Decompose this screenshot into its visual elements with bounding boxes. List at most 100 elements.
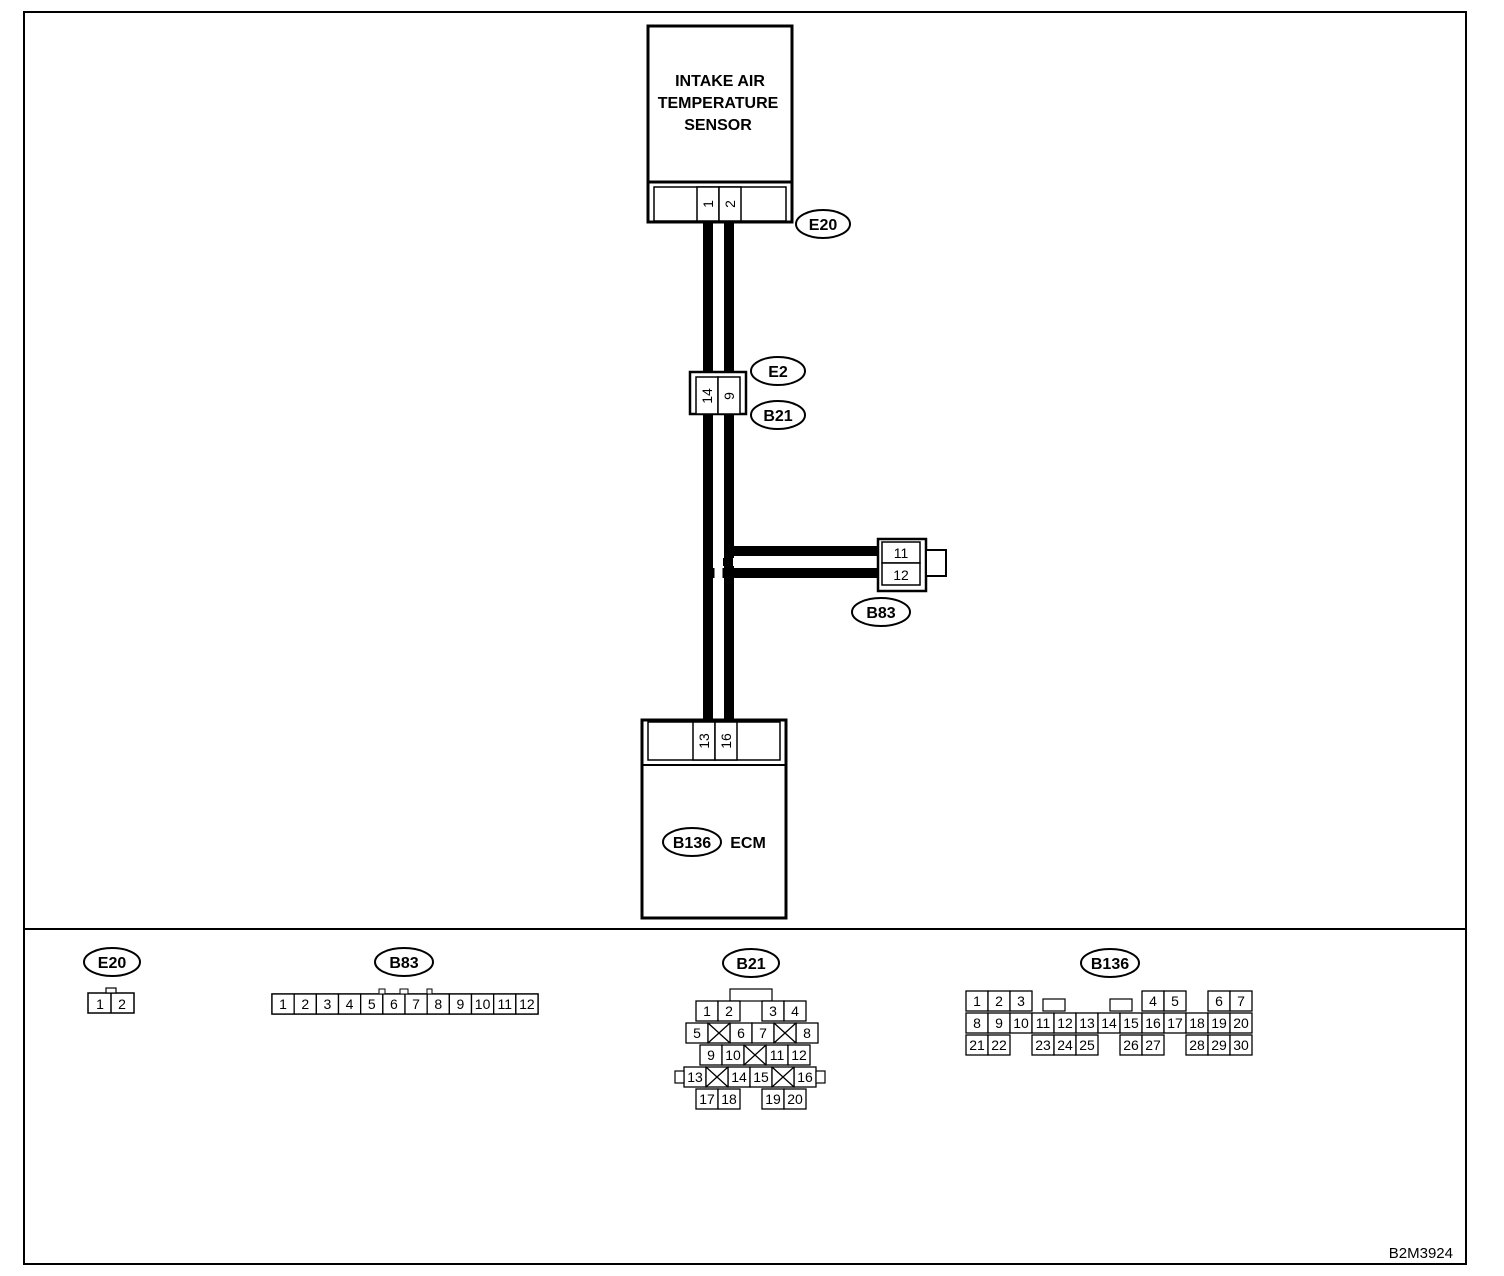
view-b136-pin-30-box: [1229, 1034, 1253, 1056]
view-b21-pin-4: 4: [791, 1003, 799, 1019]
view-b21-pin-6: 6: [737, 1025, 745, 1041]
view-b83-pin-11: 11: [497, 996, 512, 1012]
figure-code: B2M3924: [1389, 1245, 1453, 1262]
view-b136-pin-5: 5: [1171, 993, 1179, 1009]
view-b136-pin-14: 14: [1101, 1015, 1117, 1031]
view-b21-pin-12: 12: [791, 1047, 807, 1063]
view-b136-pin-1: 1: [973, 993, 981, 1009]
b83-pin-11: 11: [894, 545, 909, 561]
view-b21-pin-20-box: [783, 1088, 807, 1110]
view-b136-pin-5-box: [1163, 990, 1187, 1012]
view-b136-pin-6: 6: [1215, 993, 1223, 1009]
view-b136-pin-26: 26: [1123, 1037, 1139, 1053]
view-b21-latch-right: [815, 1070, 826, 1084]
view-b21-pin-18: 18: [721, 1091, 737, 1107]
view-b136-pin-22-box: [987, 1034, 1011, 1056]
view-b136-pin-27: 27: [1145, 1037, 1161, 1053]
b83-pin-12: 12: [893, 567, 909, 583]
sensor-name-line-1: INTAKE AIR: [675, 73, 765, 90]
view-b136-pin-12: 12: [1057, 1015, 1073, 1031]
wire-core-gaps: [714, 226, 876, 720]
diagram-frame: [23, 11, 1467, 1265]
view-b83-pin-1: 1: [279, 996, 287, 1012]
view-b136-pin-23: 23: [1035, 1037, 1051, 1053]
view-b83-pin-10: 10: [475, 996, 491, 1012]
connector-tag-b136: [662, 827, 722, 857]
view-b83-pin-5: 5: [368, 996, 376, 1012]
view-b21-pin-17: 17: [699, 1091, 715, 1107]
view-b21-pin-1: 1: [703, 1003, 711, 1019]
view-b21-blocked-1-cross: [707, 1022, 731, 1044]
view-b21-pin-2-box: [717, 1000, 741, 1022]
sensor-name-line-3: SENSOR: [684, 117, 752, 134]
view-b136-pin-30: 30: [1233, 1037, 1249, 1053]
view-b21-blocked-4-cross: [705, 1066, 729, 1088]
view-b136-pin-22: 22: [991, 1037, 1007, 1053]
view-b21-pin-2: 2: [725, 1003, 733, 1019]
view-b136-pin-24: 24: [1057, 1037, 1073, 1053]
connector-tag-b21: B21: [750, 400, 806, 430]
view-b136-pin-3-box: [1009, 990, 1033, 1012]
view-b83-pin-7: 7: [412, 996, 420, 1012]
view-b21-blocked-5-cross: [771, 1066, 795, 1088]
view-b136-pin-2: 2: [995, 993, 1003, 1009]
ecm-unit: 13 16 B136 ECM: [640, 718, 788, 920]
view-b83-pin-12: 12: [519, 996, 535, 1012]
connector-tag-b21-text: B21: [763, 408, 792, 425]
sensor-name-line-2: TEMPERATURE: [658, 95, 779, 112]
view-b21-latch-left: [674, 1070, 685, 1084]
view-b136-pin-25: 25: [1079, 1037, 1095, 1053]
view-b136-pin-3: 3: [1017, 993, 1025, 1009]
view-b21-pin-18-box: [717, 1088, 741, 1110]
view-b83-pin-12-box: [515, 993, 539, 1015]
ecm-label: ECM: [730, 835, 766, 852]
view-b136-pin-7: 7: [1237, 993, 1245, 1009]
side-connector-b83: 11 12: [876, 537, 947, 593]
view-b21-pin-10: 10: [725, 1047, 741, 1063]
sensor-pin-2: 2: [722, 200, 738, 208]
connector-tag-b83-text: B83: [866, 605, 895, 622]
view-b21-pin-4-box: [783, 1000, 807, 1022]
view-b136-pin-29: 29: [1211, 1037, 1227, 1053]
view-b21-pin-13: 13: [687, 1069, 703, 1085]
view-b21-pin-16: 16: [797, 1069, 813, 1085]
view-b21-pin-20: 20: [787, 1091, 803, 1107]
ecm-pin-13: 13: [696, 733, 712, 749]
ecm-pin-16: 16: [718, 733, 734, 749]
view-b136-pin-19: 19: [1211, 1015, 1227, 1031]
view-b21-blocked-3-cross: [743, 1044, 767, 1066]
view-b83-pin-6: 6: [390, 996, 398, 1012]
view-b21-blocked-2-cross: [773, 1022, 797, 1044]
sensor-pin-1: 1: [700, 200, 716, 208]
view-b21-label: B21: [736, 956, 765, 973]
view-b21-pin-14: 14: [731, 1069, 747, 1085]
connector-tag-b136-text: B136: [673, 835, 711, 852]
connector-tag-e20-text: E20: [809, 217, 838, 234]
view-b136-pin-13: 13: [1079, 1015, 1095, 1031]
view-b21-pin-7: 7: [759, 1025, 767, 1041]
view-b21-pin-12-box: [787, 1044, 811, 1066]
connector-tag-e20: E20: [795, 209, 851, 239]
view-b136-pin-20: 20: [1233, 1015, 1249, 1031]
view-b21-pin-15: 15: [753, 1069, 769, 1085]
view-b21-pin-11: 11: [770, 1047, 785, 1063]
view-b83-pin-3: 3: [324, 996, 332, 1012]
view-e20-pin-2: 2: [118, 996, 126, 1012]
harness-wires: [703, 222, 878, 722]
view-b21-pin-3: 3: [769, 1003, 777, 1019]
view-b136-pin-20-box: [1229, 1012, 1253, 1034]
view-b136-pin-17: 17: [1167, 1015, 1183, 1031]
view-b83-pin-2: 2: [301, 996, 309, 1012]
view-b136-pin-9: 9: [995, 1015, 1003, 1031]
view-b136-pin-11: 11: [1036, 1015, 1051, 1031]
view-b136-pin-4: 4: [1149, 993, 1157, 1009]
view-b136-pin-16: 16: [1145, 1015, 1161, 1031]
view-b83-pin-8: 8: [434, 996, 442, 1012]
view-b136-pin-8: 8: [973, 1015, 981, 1031]
view-b21-pin-19: 19: [765, 1091, 781, 1107]
junction-pin-14: 14: [699, 388, 715, 404]
view-b21-pin-9: 9: [707, 1047, 715, 1063]
view-b21-pin-5: 5: [693, 1025, 701, 1041]
